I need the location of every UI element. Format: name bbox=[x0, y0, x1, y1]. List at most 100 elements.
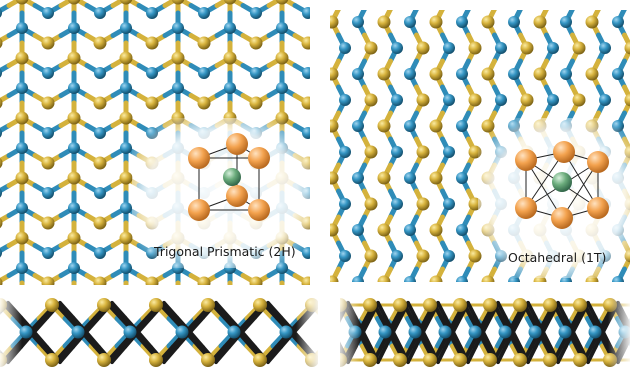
metal-atom bbox=[71, 325, 85, 339]
metal-atom bbox=[443, 42, 455, 54]
side-bond bbox=[318, 303, 326, 318]
chalcogen-atom bbox=[301, 36, 310, 50]
bond bbox=[58, 0, 76, 8]
side-bond bbox=[320, 347, 333, 362]
chalcogen-atom bbox=[625, 0, 630, 3]
side-bond bbox=[318, 347, 326, 362]
metal-atom bbox=[175, 325, 189, 339]
metal-atom bbox=[508, 68, 520, 80]
chalcogen-atom bbox=[0, 277, 3, 285]
chalcogen-atom bbox=[67, 171, 81, 185]
bond bbox=[0, 63, 12, 74]
metal-atom bbox=[287, 42, 299, 54]
side-bond bbox=[563, 330, 575, 349]
side-bond bbox=[58, 301, 75, 320]
chalcogen-atom bbox=[172, 292, 185, 305]
chalcogen-atom bbox=[41, 276, 55, 285]
chalcogen-atom bbox=[0, 157, 3, 169]
metal-atom bbox=[468, 325, 482, 339]
chalcogen-atom bbox=[93, 36, 107, 50]
chalcogen-atom bbox=[453, 298, 467, 312]
bond bbox=[622, 10, 627, 12]
chalcogen-atom bbox=[429, 171, 443, 185]
metal-atom bbox=[302, 7, 310, 19]
metal-atom bbox=[404, 276, 416, 282]
side-bond bbox=[32, 330, 49, 349]
bond bbox=[313, 48, 320, 61]
bond bbox=[459, 279, 465, 282]
octahedral-label: Octahedral (1T) bbox=[508, 250, 607, 265]
chalcogen-atom bbox=[453, 353, 467, 367]
metal-atom bbox=[42, 67, 54, 79]
metal-atom bbox=[16, 142, 28, 154]
metal-atom bbox=[0, 188, 2, 198]
bond bbox=[362, 10, 367, 12]
metal-atom bbox=[146, 67, 158, 79]
chalcogen-atom bbox=[365, 0, 378, 3]
bond bbox=[204, 336, 217, 344]
chalcogen-atom bbox=[330, 119, 339, 133]
metal-atom bbox=[224, 22, 236, 34]
chalcogen-atom bbox=[0, 217, 3, 229]
metal-atom bbox=[16, 22, 28, 34]
bond bbox=[313, 100, 320, 113]
bond bbox=[0, 243, 12, 254]
metal-atom bbox=[391, 250, 403, 262]
side-bond bbox=[325, 319, 338, 333]
bond bbox=[313, 191, 320, 204]
metal-atom bbox=[250, 7, 262, 19]
chalcogen-atom bbox=[481, 15, 495, 29]
chalcogen-atom bbox=[313, 146, 326, 159]
chalcogen-atom bbox=[41, 36, 55, 50]
metal-atom bbox=[547, 0, 559, 2]
metal-atom bbox=[120, 82, 132, 94]
chalcogen-atom bbox=[515, 149, 537, 171]
inset-fade-1t bbox=[478, 118, 630, 278]
bond bbox=[124, 0, 142, 8]
side-bond bbox=[326, 318, 334, 333]
side-bond bbox=[541, 330, 553, 349]
side-bond bbox=[84, 330, 101, 349]
side-fade-left-b bbox=[338, 292, 360, 376]
chalcogen-atom bbox=[533, 15, 547, 29]
bond bbox=[313, 0, 320, 9]
bond bbox=[313, 243, 320, 256]
side-bond bbox=[511, 330, 523, 349]
side-fade-right-b bbox=[608, 292, 630, 376]
chalcogen-atom bbox=[429, 275, 443, 282]
metal-atom bbox=[352, 224, 364, 236]
side-bond bbox=[188, 330, 205, 349]
chalcogen-atom bbox=[249, 96, 263, 110]
side-bond bbox=[326, 332, 334, 347]
metal-atom bbox=[302, 67, 310, 79]
chalcogen-atom bbox=[416, 41, 430, 55]
bond bbox=[287, 100, 294, 113]
chalcogen-atom bbox=[45, 298, 59, 312]
chalcogen-atom bbox=[624, 41, 630, 55]
bond bbox=[20, 0, 38, 8]
metal-atom bbox=[456, 224, 468, 236]
bond bbox=[313, 35, 320, 48]
chalcogen-atom bbox=[15, 51, 29, 65]
chalcogen-atom bbox=[513, 353, 527, 367]
metal-atom bbox=[94, 127, 106, 139]
bond bbox=[321, 28, 334, 36]
bond bbox=[321, 268, 334, 276]
bond bbox=[313, 256, 320, 269]
chalcogen-atom bbox=[520, 93, 534, 107]
side-bond bbox=[413, 315, 425, 334]
metal-atom bbox=[16, 202, 28, 214]
metal-atom bbox=[391, 146, 403, 158]
chalcogen-atom bbox=[149, 353, 163, 367]
bond bbox=[306, 22, 313, 35]
side-bond bbox=[329, 332, 337, 347]
side-bond bbox=[329, 318, 337, 332]
side-bond bbox=[533, 315, 545, 334]
chalcogen-atom bbox=[15, 111, 29, 125]
side-bond bbox=[541, 315, 553, 334]
metal-atom bbox=[68, 262, 80, 274]
chalcogen-atom bbox=[330, 67, 339, 81]
chalcogen-atom bbox=[276, 292, 289, 305]
bond bbox=[228, 0, 246, 8]
chalcogen-atom bbox=[119, 0, 133, 5]
